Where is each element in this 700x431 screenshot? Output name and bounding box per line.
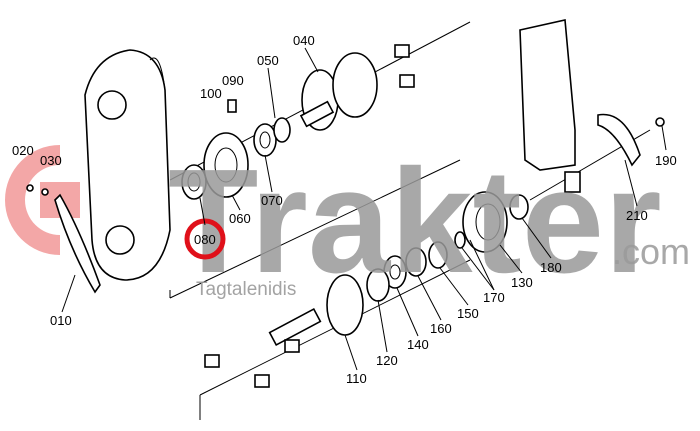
watermark-subtitle: Tagtalenidis <box>196 279 296 300</box>
label-190[interactable]: 190 <box>655 153 677 168</box>
label-170[interactable]: 170 <box>483 290 505 305</box>
label-010[interactable]: 010 <box>50 313 72 328</box>
label-140[interactable]: 140 <box>407 337 429 352</box>
label-040[interactable]: 040 <box>293 33 315 48</box>
label-100[interactable]: 100 <box>200 86 222 101</box>
label-210[interactable]: 210 <box>626 208 648 223</box>
part-labels: 020 030 010 100 090 050 040 080 060 070 … <box>12 33 677 386</box>
label-160[interactable]: 160 <box>430 321 452 336</box>
label-050[interactable]: 050 <box>257 53 279 68</box>
cover-part-010 <box>54 193 101 294</box>
label-150[interactable]: 150 <box>457 306 479 321</box>
label-180[interactable]: 180 <box>540 260 562 275</box>
watermark-domain: .com <box>612 231 690 272</box>
watermark-brand: Trakter <box>168 139 662 304</box>
label-030[interactable]: 030 <box>40 153 62 168</box>
bearings-lower <box>204 191 529 388</box>
label-090[interactable]: 090 <box>222 73 244 88</box>
label-120[interactable]: 120 <box>376 353 398 368</box>
leader-lines <box>61 47 667 371</box>
chain-case-part <box>84 49 171 281</box>
label-110[interactable]: 110 <box>346 371 367 386</box>
label-060[interactable]: 060 <box>229 211 251 226</box>
side-plate-part <box>519 19 665 193</box>
bearings-upper <box>181 44 415 200</box>
highlight-ring-080 <box>184 218 226 260</box>
label-130[interactable]: 130 <box>511 275 533 290</box>
label-070[interactable]: 070 <box>261 193 283 208</box>
label-020[interactable]: 020 <box>12 143 34 158</box>
label-080[interactable]: 080 <box>194 232 216 247</box>
